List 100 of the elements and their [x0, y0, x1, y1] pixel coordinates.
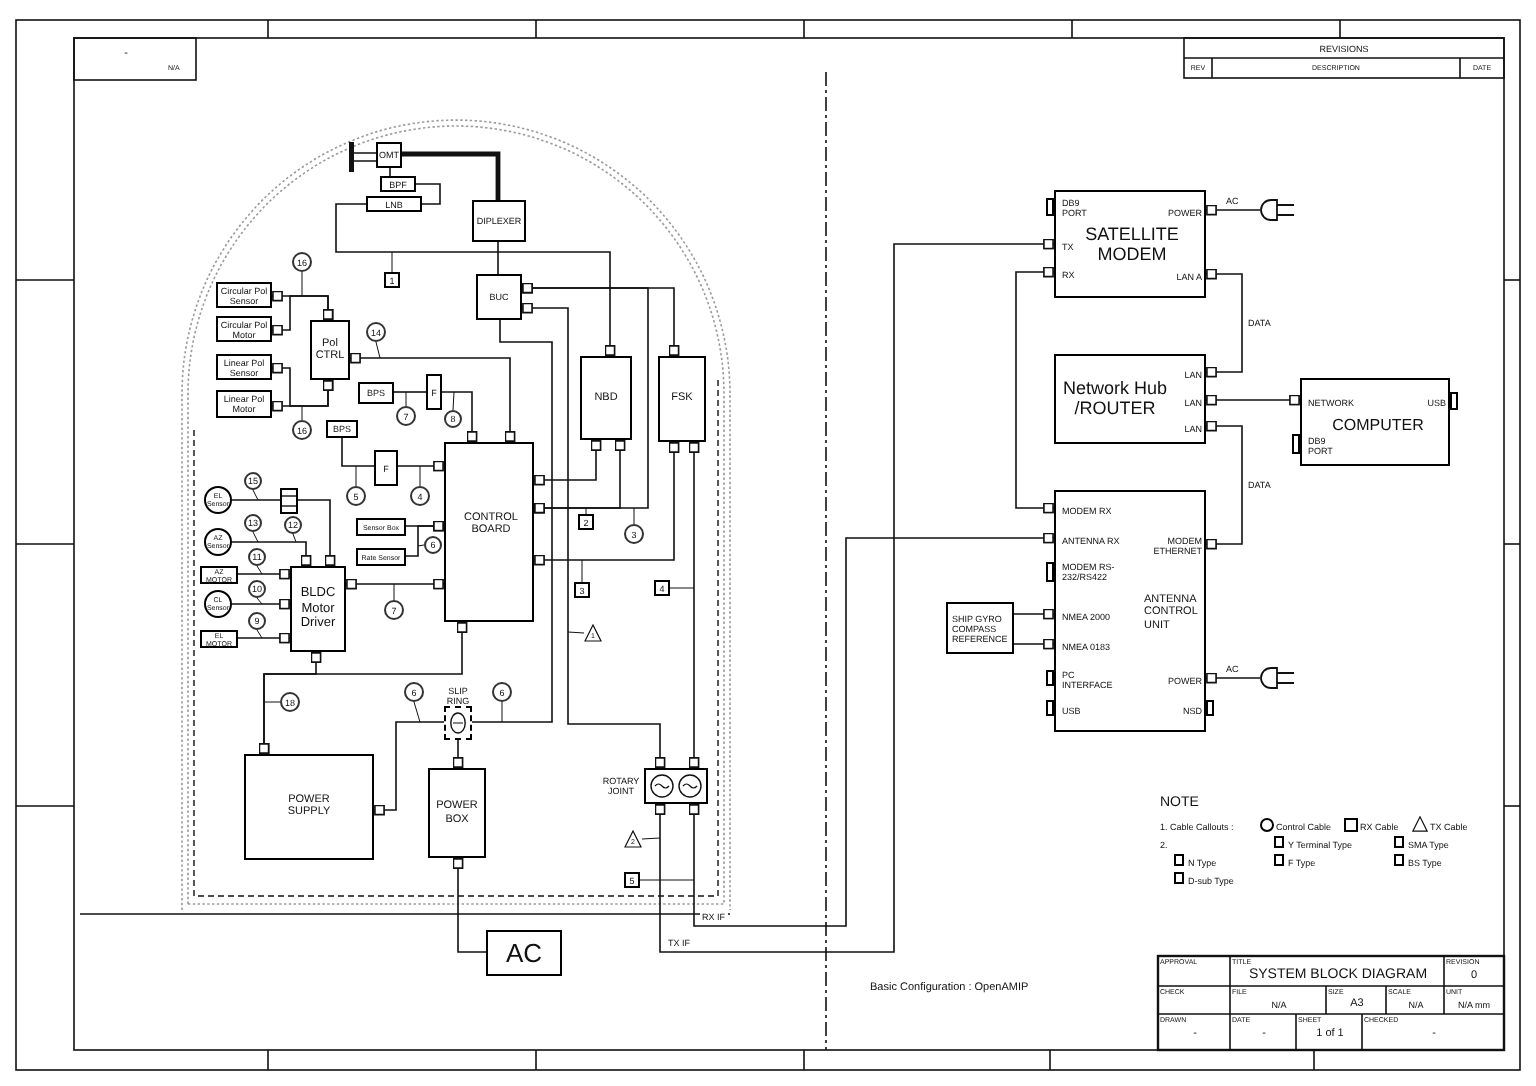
cable-line [521, 282, 680, 357]
cable-line [389, 167, 391, 177]
leader-line [669, 587, 695, 589]
power-plug-icon [1260, 666, 1296, 690]
control-cable-callout [444, 410, 462, 428]
leader-line [375, 341, 381, 359]
filter-block [380, 176, 416, 192]
leader-line [256, 597, 263, 605]
modem-block [1054, 190, 1206, 298]
leader-line [501, 701, 503, 723]
omt-block [376, 142, 402, 168]
cable-line [349, 352, 516, 443]
controller-block [310, 320, 350, 380]
leader-line [256, 565, 263, 575]
cable-line [297, 499, 336, 567]
cable-line [258, 621, 468, 755]
cable-line [271, 295, 334, 336]
leader-line [355, 465, 357, 487]
cable-line [452, 739, 464, 769]
cable-line [1205, 672, 1261, 684]
cable-line [688, 441, 700, 769]
lnb-block [366, 196, 422, 212]
rx-cable-callout [574, 582, 590, 598]
fsk-block [658, 356, 706, 442]
cable-line [231, 499, 281, 501]
cable-line [1205, 204, 1261, 216]
cable-line [415, 183, 441, 205]
diplexer-block [472, 200, 526, 242]
motor-block [216, 390, 272, 418]
control-board-block [444, 442, 534, 622]
leader-line [585, 507, 587, 515]
cable-line [237, 568, 291, 580]
buc-block [476, 274, 522, 320]
leader-line [413, 701, 421, 723]
cable-line [1015, 266, 1055, 514]
rx-cable-callout [578, 514, 594, 530]
control-cable-callout [292, 252, 312, 272]
sensor-block [356, 548, 406, 566]
cable-line [271, 379, 334, 412]
tx-cable-callout [584, 624, 602, 642]
rx-cable-callout [384, 272, 400, 288]
leader-line [641, 837, 661, 840]
sensor-block [356, 518, 406, 536]
nbd-block [580, 356, 632, 440]
power-box-block [428, 768, 486, 858]
block-label: COMPUTER [1332, 415, 1424, 433]
sensor-block [216, 354, 272, 380]
cable-line [237, 632, 291, 644]
control-cable-callout [244, 514, 262, 532]
leader-line [581, 559, 583, 583]
router-block [1054, 354, 1206, 444]
cable-line [654, 238, 1055, 953]
leader-line [633, 507, 635, 525]
cable-line [231, 541, 312, 567]
cable-line [441, 391, 478, 443]
leader-line [252, 531, 259, 543]
cable-line [397, 460, 445, 472]
rx-cable-callout [654, 580, 670, 596]
cable-line [533, 441, 680, 566]
leader-line [567, 631, 585, 634]
leader-line [256, 629, 263, 639]
leader-line [405, 391, 407, 407]
bps-block [358, 382, 394, 404]
leader-line [301, 405, 303, 421]
connector-block [374, 450, 398, 486]
cable-line [1013, 638, 1055, 650]
motor-driver-block [290, 566, 346, 652]
control-cable-callout [424, 536, 442, 554]
waveguide-line [402, 151, 501, 200]
leader-line [252, 489, 259, 501]
cable-line [393, 391, 427, 393]
cable-line [1205, 420, 1243, 550]
gyro-compass-block [946, 602, 1014, 654]
leader-line [292, 533, 297, 543]
connector-block [426, 374, 442, 410]
cable-line [1013, 608, 1055, 620]
cable-line [521, 302, 666, 769]
ac-source-block [486, 930, 562, 976]
block-label: Network Hub /ROUTER [1060, 378, 1170, 418]
antenna-control-unit-block [1054, 490, 1206, 732]
cable-line [1205, 268, 1243, 378]
control-cable-callout [410, 486, 430, 506]
motor-block [200, 630, 238, 648]
cable-line [533, 439, 602, 486]
cable-line [341, 437, 375, 467]
cable-line [231, 598, 291, 610]
tx-cable-callout [624, 830, 642, 848]
power-plug-icon [1260, 198, 1296, 222]
control-cable-callout [404, 682, 424, 702]
cable-connector-symbol [280, 488, 298, 514]
cable-line [497, 241, 499, 275]
leader-line [391, 251, 393, 273]
leader-line [393, 583, 395, 601]
computer-block [1300, 378, 1450, 466]
control-cable-callout [284, 516, 302, 534]
control-cable-callout [248, 612, 266, 630]
control-cable-callout [244, 472, 262, 490]
power-supply-block [244, 754, 374, 860]
cable-line [335, 203, 616, 357]
leader-line [301, 271, 303, 297]
